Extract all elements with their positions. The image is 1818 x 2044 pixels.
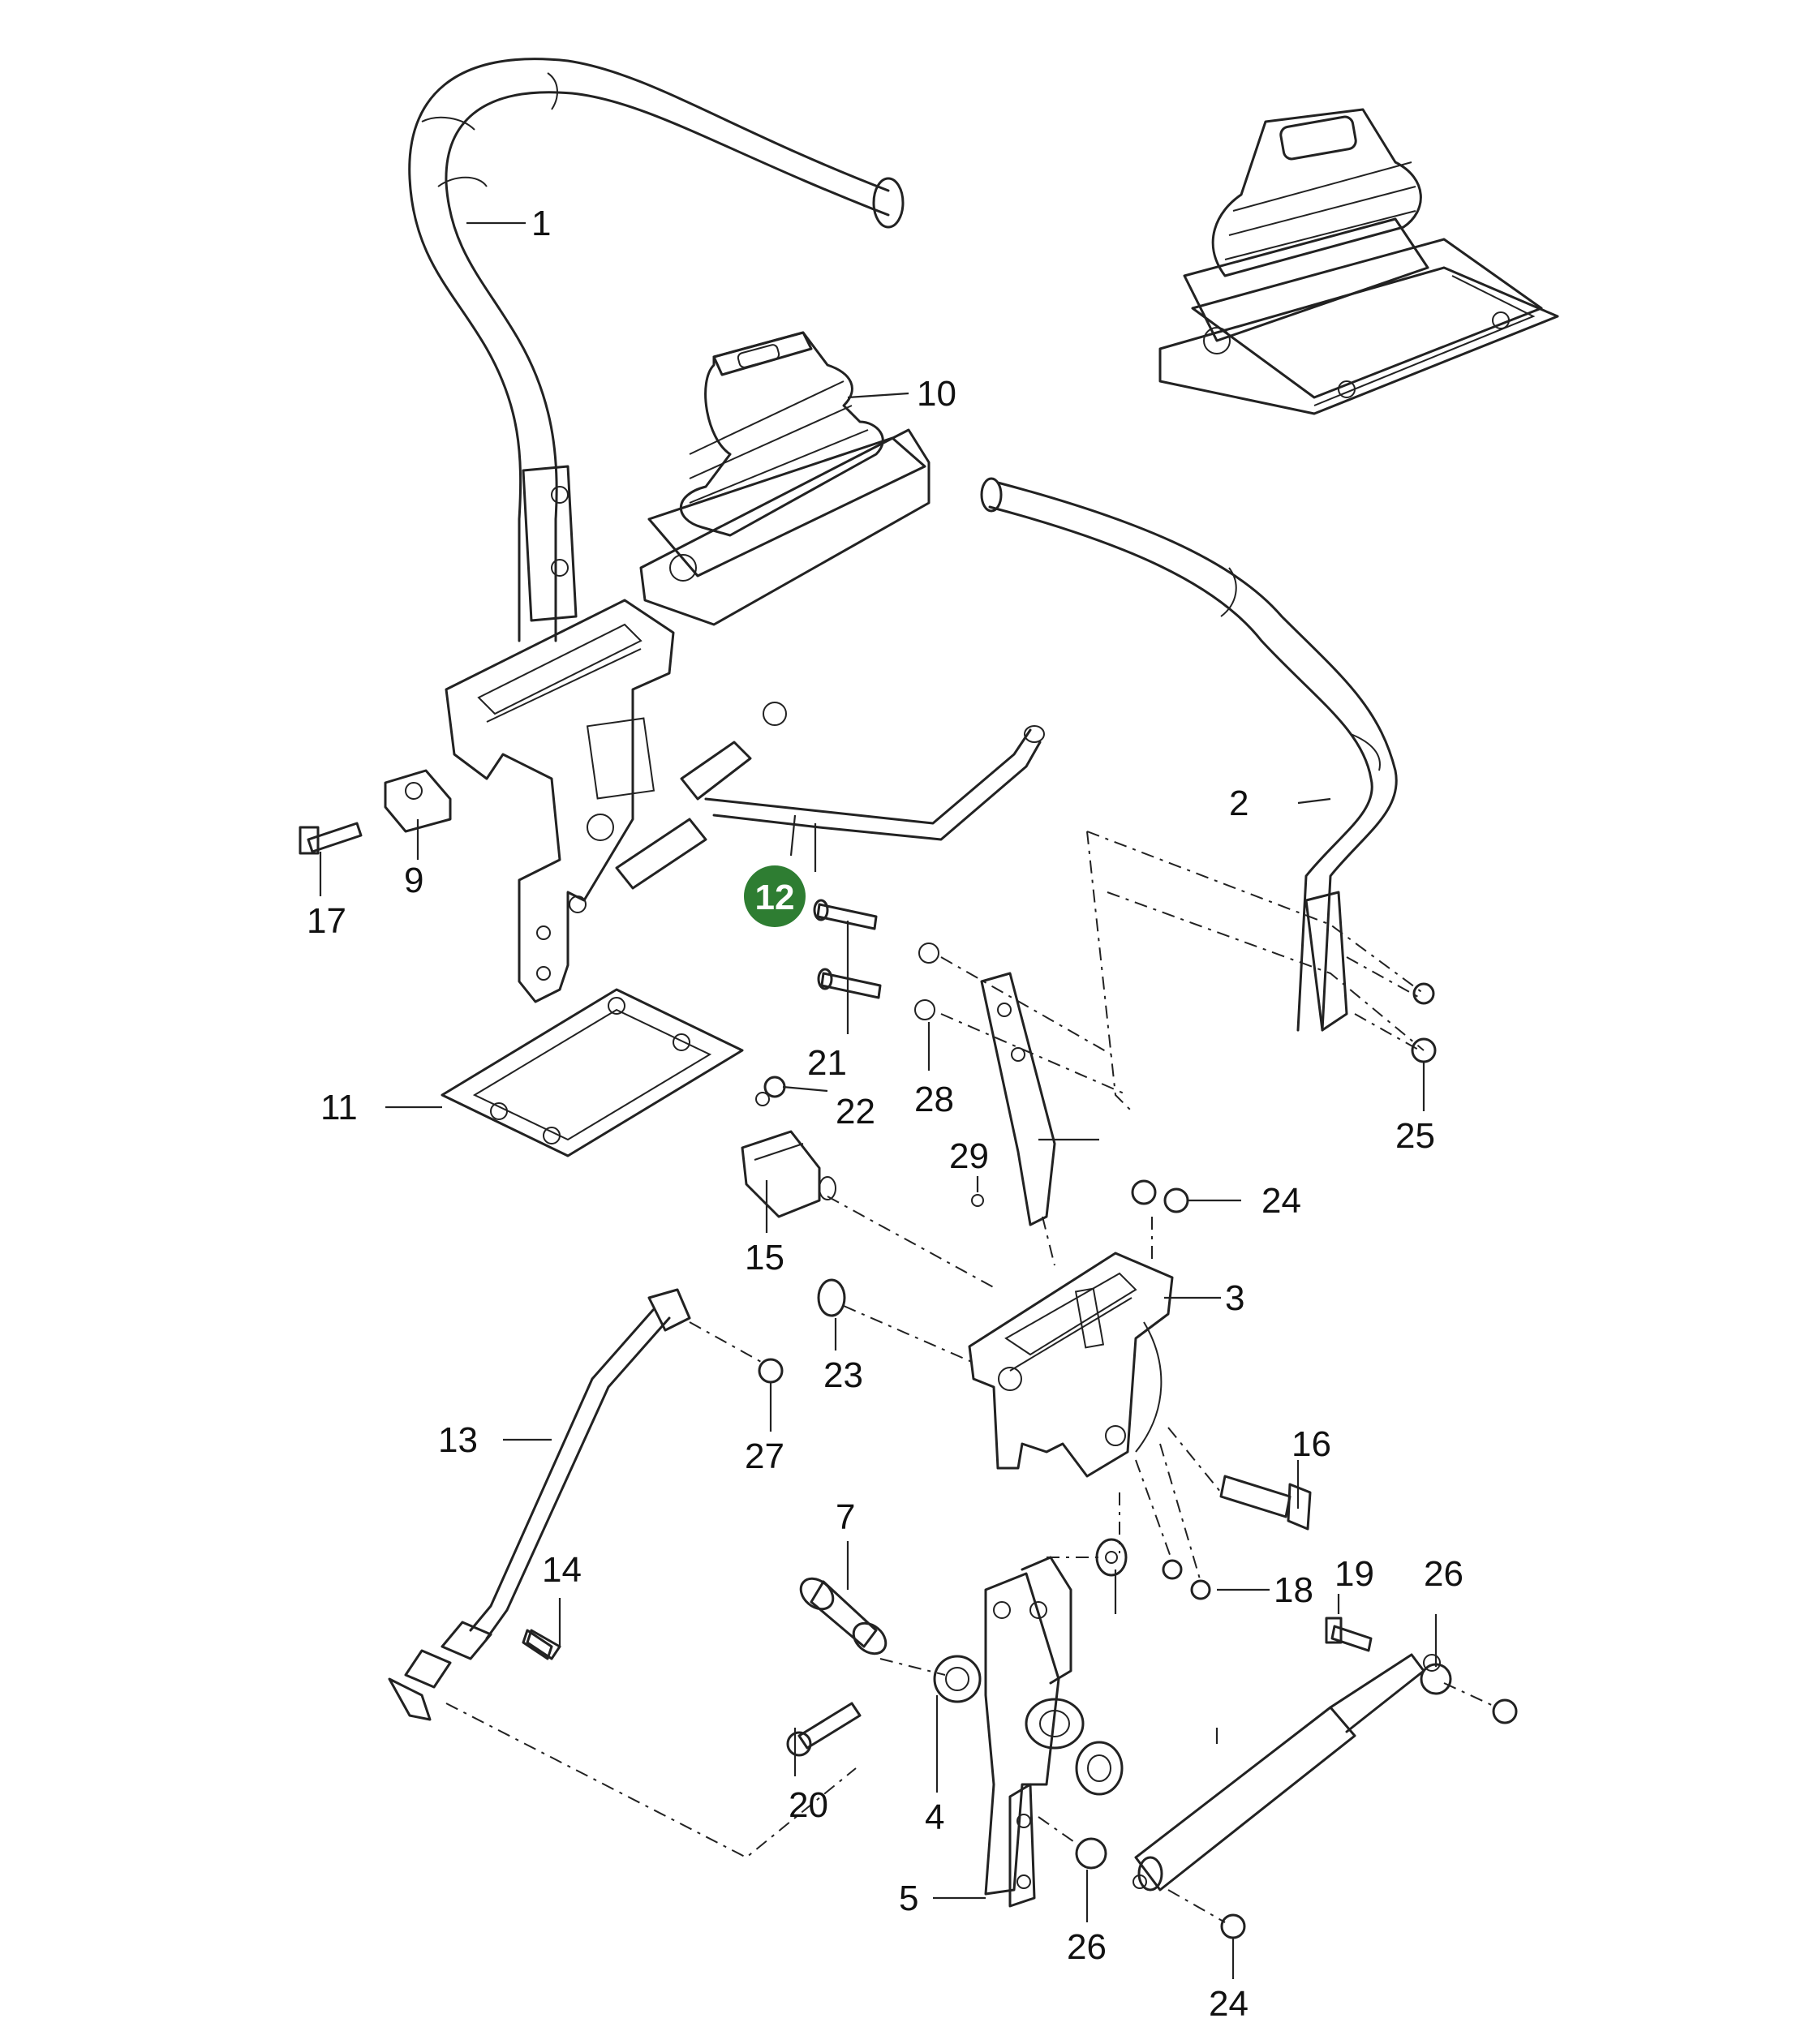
callout-21: 21 [807, 1043, 847, 1083]
callout-12-highlight[interactable]: 12 [744, 865, 806, 927]
gas-spring [1132, 1653, 1441, 1892]
switch-block [741, 1092, 836, 1218]
callout-24-a: 24 [1261, 1181, 1301, 1221]
bolt-long [1219, 1475, 1312, 1531]
lever-bracket-lower [968, 1252, 1174, 1478]
callout-26-b: 26 [1067, 1927, 1107, 1967]
callout-10: 10 [917, 374, 956, 414]
callout-22: 22 [836, 1092, 875, 1132]
callout-15: 15 [745, 1238, 784, 1278]
control-handle-left [408, 58, 905, 642]
callout-3: 3 [1225, 1278, 1244, 1318]
callout-11: 11 [320, 1088, 358, 1127]
callout-1: 1 [531, 204, 551, 243]
link-rod [615, 702, 1045, 890]
callout-9: 9 [404, 861, 423, 900]
callout-27: 27 [745, 1436, 784, 1476]
alignment-lines [445, 831, 1498, 1923]
callout-29: 29 [949, 1136, 989, 1176]
callout-12: 12 [755, 878, 795, 917]
callout-18: 18 [1274, 1570, 1313, 1610]
lever-bracket-upper [445, 599, 675, 1003]
callout-12-badge [744, 865, 806, 927]
bellows-boot-assembled [1158, 108, 1559, 415]
callout-28: 28 [914, 1080, 954, 1119]
callout-17: 17 [307, 901, 346, 941]
callout-19: 19 [1334, 1554, 1374, 1594]
callout-4: 4 [925, 1797, 944, 1837]
callout-25: 25 [1395, 1116, 1435, 1156]
bellows-boot-center [639, 331, 930, 626]
fasteners [299, 822, 1518, 1939]
callout-7: 7 [836, 1497, 855, 1537]
pivot-assembly [799, 1538, 1128, 1908]
callout-24-b: 24 [1209, 1984, 1249, 2024]
control-handle-right [980, 477, 1398, 1032]
callout-13: 13 [438, 1420, 478, 1460]
leader-lines [319, 221, 1438, 1979]
clamp-block [384, 769, 452, 833]
callout-26-a: 26 [1424, 1554, 1463, 1594]
callout-16: 16 [1292, 1424, 1331, 1464]
gasket-plate [441, 988, 744, 1157]
callout-2: 2 [1229, 784, 1249, 823]
callout-23: 23 [823, 1355, 863, 1395]
rod-lower [388, 1288, 691, 1721]
callout-labels: 1 2 3 4 5 7 9 10 11 13 14 15 16 17 18 19… [307, 204, 1463, 2024]
callout-5: 5 [899, 1879, 918, 1918]
callout-20: 20 [789, 1785, 828, 1825]
callout-14: 14 [542, 1550, 582, 1590]
